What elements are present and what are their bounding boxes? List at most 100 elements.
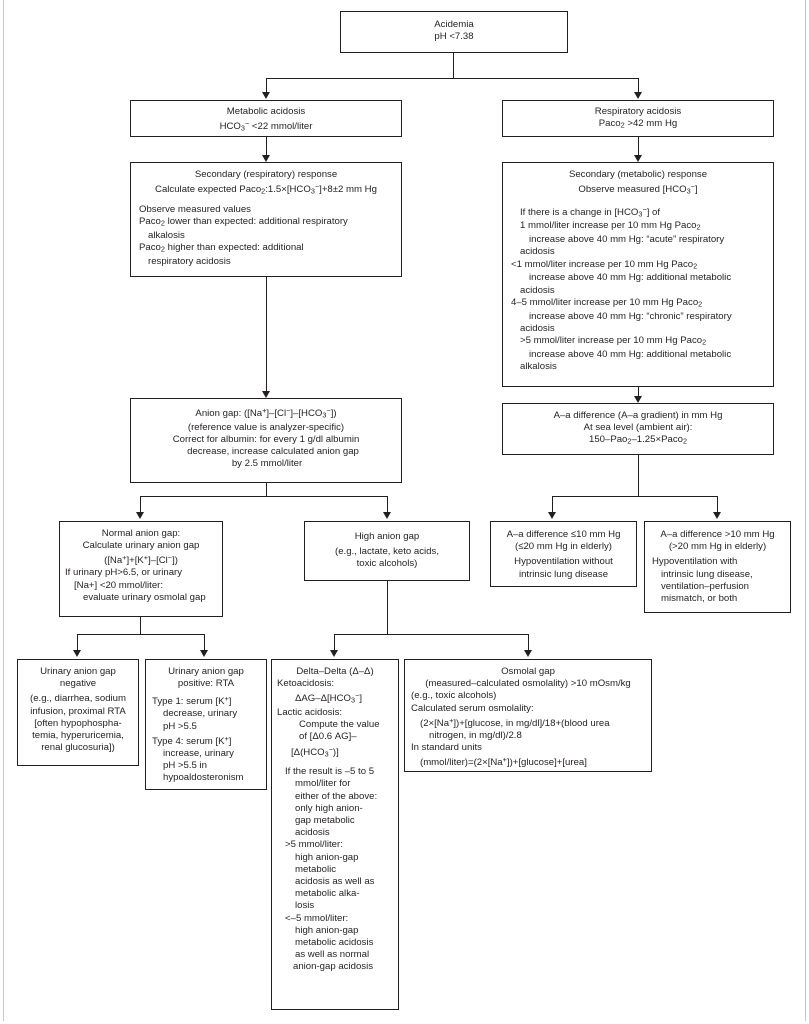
arrow-metabolic-to-secresp — [262, 155, 270, 162]
dd-line-19: losis — [295, 900, 315, 912]
og-line-3: (e.g., toxic alcohols) — [411, 690, 497, 702]
sec-met-line-8: increase above 40 mm Hg: additional meta… — [529, 272, 732, 284]
acidemia-line-2: pH <7.38 — [434, 31, 474, 43]
normal-ag-line-6: evaluate urinary osmolal gap — [83, 591, 206, 603]
aa-gt10-line-1: A–a difference >10 mm Hg — [660, 529, 775, 540]
dd-line-21: high anion-gap — [295, 924, 359, 936]
dd-line-14: >5 mmol/liter: — [285, 839, 343, 851]
anion-gap-line-1: Anion gap: ([Na+]–[Cl−]–[HCO3−]) — [195, 406, 337, 420]
dd-line-20: <–5 mmol/liter: — [285, 912, 349, 924]
metabolic-acidosis-line-2: HCO3− <22 mmol/liter — [219, 119, 313, 133]
node-a-a-gt-10: A–a difference >10 mm Hg (>20 mm Hg in e… — [644, 521, 791, 613]
connector-to-osmolal-gap — [528, 634, 529, 651]
anion-gap-line-2: (reference value is analyzer-specific) — [187, 421, 345, 433]
node-a-a-le-10: A–a difference ≤10 mm Hg (≤20 mm Hg in e… — [490, 521, 637, 587]
sec-resp-line-3: Observe measured values — [139, 203, 251, 215]
og-line-8: (mmol/liter)=(2×[Na+])+[glucose]+[urea] — [420, 755, 587, 768]
uag-pos-line-3: Type 1: serum [K+] — [152, 694, 232, 708]
connector-to-high-ag — [387, 496, 388, 513]
dd-line-15: high anion-gap — [295, 851, 359, 863]
arrow-to-osmolal-gap — [524, 650, 532, 657]
aa-le10-line-1: A–a difference ≤10 mm Hg — [506, 529, 621, 540]
page-frame — [3, 0, 806, 1021]
dd-line-24: anion-gap acidosis — [293, 961, 374, 973]
dd-line-12: gap metabolic — [295, 814, 355, 826]
dd-line-23: as well as normal — [295, 949, 370, 961]
uag-pos-line-7: increase, urinary — [163, 747, 234, 759]
anion-gap-line-5: by 2.5 mmol/liter — [231, 458, 303, 470]
connector-metabolic-to-secresp — [266, 137, 267, 155]
high-ag-line-1: High anion gap — [354, 531, 420, 542]
sec-resp-line-2: Calculate expected Paco2:1.5×[HCO3−]+8±2… — [155, 182, 377, 196]
sec-resp-line-1: Secondary (respiratory) response — [194, 169, 338, 180]
connector-secmet-to-aadiff — [638, 387, 639, 396]
dd-line-9: mmol/liter for — [295, 778, 351, 790]
node-a-a-difference: A–a difference (A–a gradient) in mm Hg A… — [502, 403, 774, 455]
metabolic-acidosis-line-1: Metabolic acidosis — [226, 106, 306, 117]
arrow-to-respiratory — [634, 92, 642, 99]
node-delta-delta: Delta–Delta (Δ–Δ) Ketoacidosis: ΔAG–Δ[HC… — [271, 659, 399, 1010]
sec-resp-line-4: Paco2 lower than expected: additional re… — [139, 215, 348, 228]
aa-diff-line-2: At sea level (ambient air): — [583, 422, 693, 434]
uag-pos-line-9: hypoaldosteronism — [163, 772, 244, 784]
dd-line-4: Lactic acidosis: — [277, 706, 343, 718]
og-line-1: Osmolal gap — [501, 666, 555, 677]
aa-diff-line-1: A–a difference (A–a gradient) in mm Hg — [553, 410, 723, 421]
node-normal-anion-gap: Normal anion gap: Calculate urinary anio… — [59, 521, 223, 617]
arrow-to-aa-le10 — [548, 512, 556, 519]
sec-met-line-13: >5 mmol/liter increase per 10 mm Hg Paco… — [520, 334, 707, 347]
aa-gt10-line-4: intrinsic lung disease, — [661, 568, 753, 580]
respiratory-acidosis-line-1: Respiratory acidosis — [594, 106, 682, 117]
respiratory-acidosis-line-2: Paco2 >42 mm Hg — [598, 118, 678, 130]
dd-line-22: metabolic acidosis — [295, 936, 374, 948]
connector-normalag-split — [77, 634, 204, 635]
sec-met-line-3: If there is a change in [HCO3−] of — [520, 204, 661, 219]
aa-le10-line-3: Hypoventilation without — [514, 556, 613, 568]
sec-resp-line-5: alkalosis — [148, 229, 185, 241]
dd-line-1: Delta–Delta (Δ–Δ) — [296, 666, 374, 677]
high-ag-line-3: toxic alcohols) — [356, 558, 418, 570]
sec-met-line-9: acidosis — [520, 284, 555, 296]
uag-neg-line-7: renal glucosuria]) — [41, 742, 115, 754]
connector-normalag-down — [140, 617, 141, 634]
uag-neg-line-2: negative — [59, 678, 97, 690]
uag-pos-line-5: pH >5.5 — [163, 720, 197, 732]
dd-line-18: metabolic alka- — [295, 888, 360, 900]
connector-aadiff-split — [552, 496, 718, 497]
connector-secresp-to-aniongap — [266, 277, 267, 391]
dd-line-13: acidosis — [295, 827, 330, 839]
sec-resp-line-7: respiratory acidosis — [148, 255, 231, 267]
connector-aniongap-down — [266, 483, 267, 496]
dd-line-11: only high anion- — [295, 802, 363, 814]
uag-pos-line-6: Type 4: serum [K+] — [152, 733, 232, 747]
connector-acidemia-down — [453, 53, 454, 78]
node-uag-negative: Urinary anion gap negative (e.g., diarrh… — [17, 659, 139, 766]
connector-respiratory-to-secmet — [638, 137, 639, 155]
uag-pos-line-8: pH >5.5 in — [163, 759, 208, 771]
connector-to-uag-pos — [204, 634, 205, 651]
connector-highag-down — [387, 581, 388, 634]
uag-pos-line-2: positive: RTA — [177, 678, 235, 690]
sec-met-line-5: increase above 40 mm Hg: “acute” respira… — [529, 234, 725, 246]
node-secondary-respiratory-response: Secondary (respiratory) response Calcula… — [130, 162, 402, 277]
normal-ag-line-5: [Na+] <20 mmol/liter: — [74, 579, 164, 591]
normal-ag-line-2: Calculate urinary anion gap — [82, 540, 200, 552]
dd-line-8: If the result is –5 to 5 — [285, 766, 375, 778]
uag-neg-line-1: Urinary anion gap — [40, 666, 116, 677]
connector-aniongap-split — [140, 496, 388, 497]
dd-line-16: metabolic — [295, 863, 337, 875]
node-metabolic-acidosis: Metabolic acidosis HCO3− <22 mmol/liter — [130, 100, 402, 137]
dd-line-5: Compute the value — [299, 719, 380, 731]
node-uag-positive: Urinary anion gap positive: RTA Type 1: … — [145, 659, 267, 790]
connector-to-uag-neg — [77, 634, 78, 651]
uag-pos-line-1: Urinary anion gap — [168, 666, 244, 677]
sec-met-line-1: Secondary (metabolic) response — [568, 169, 708, 180]
connector-to-delta-delta — [334, 634, 335, 651]
sec-met-line-11: increase above 40 mm Hg: “chronic” respi… — [529, 310, 732, 322]
dd-line-6: of [Δ0.6 AG]– — [299, 731, 357, 743]
aa-le10-line-4: intrinsic lung disease — [518, 568, 609, 580]
arrow-to-metabolic — [262, 92, 270, 99]
aa-le10-line-2: (≤20 mm Hg in elderly) — [515, 541, 612, 553]
connector-aadiff-down — [638, 455, 639, 496]
normal-ag-line-4: If urinary pH>6.5, or urinary — [65, 567, 183, 579]
